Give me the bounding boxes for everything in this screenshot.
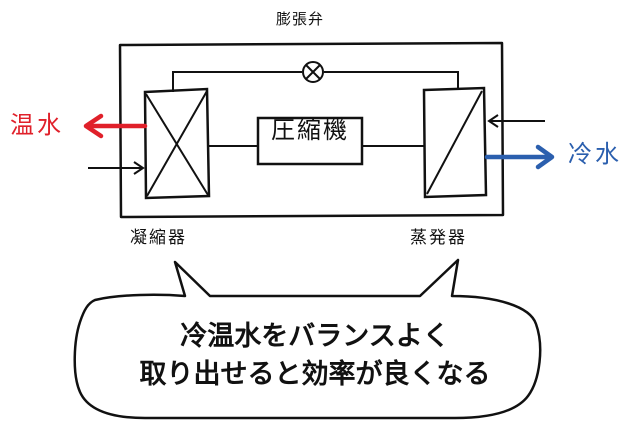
evaporator-label: 蒸発器 (410, 228, 467, 248)
compressor-label: 圧縮機 (271, 116, 349, 144)
bubble-line-1: 冷温水をバランスよく (180, 321, 450, 352)
expansion-valve-icon (302, 61, 324, 83)
speech-bubble (73, 258, 542, 420)
bubble-line-2: 取り出せると効率が良くなる (139, 359, 491, 390)
bubble-text: 冷温水をバランスよく 取り出せると効率が良くなる (95, 318, 535, 394)
evaporator-inlet-arrow (487, 114, 545, 128)
evaporator-icon (422, 86, 488, 199)
unit-casing (118, 41, 505, 219)
hot-water-label: 温水 (10, 111, 64, 139)
condenser-label: 凝縮器 (130, 228, 187, 248)
condenser-inlet-arrow (88, 161, 145, 175)
hot-water-arrow (83, 113, 148, 139)
cold-water-label: 冷水 (568, 140, 622, 168)
cold-water-arrow (484, 144, 555, 170)
expansion-valve-label: 膨張弁 (276, 10, 325, 28)
compressor-box (256, 116, 364, 166)
condenser-icon (143, 87, 211, 200)
refrigerant-line-top (172, 71, 459, 92)
